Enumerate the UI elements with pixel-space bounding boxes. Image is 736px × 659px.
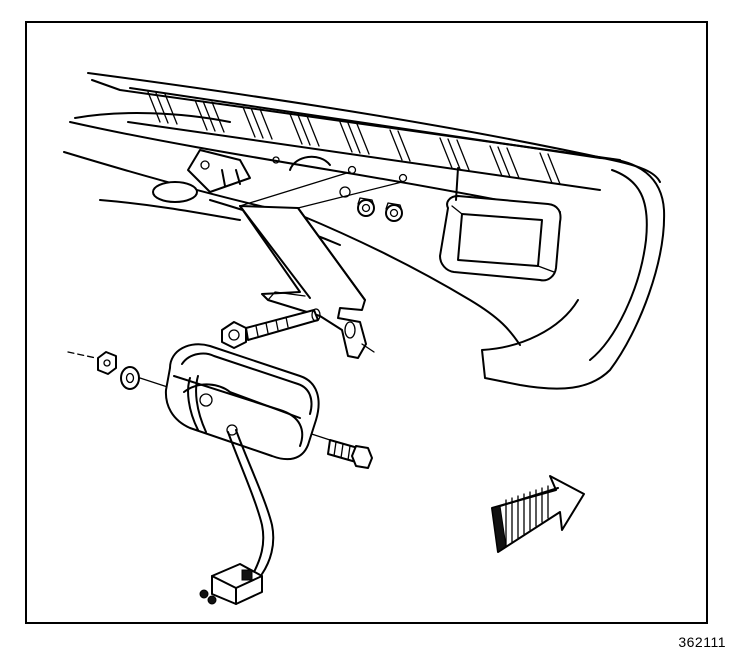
front-direction-arrow: [491, 475, 585, 553]
fog-lamp: [164, 343, 320, 461]
nut: [97, 351, 117, 375]
lamp-wiring-connector: [199, 429, 275, 605]
fog-lamp-bracket: [239, 205, 375, 359]
caged-nut: [357, 197, 375, 217]
caged-nut: [385, 202, 403, 222]
diagram-border: [25, 21, 708, 624]
washer: [120, 366, 140, 390]
rear-bumper: [63, 72, 666, 390]
lamp-mounting-bolt: [327, 439, 373, 469]
figure-id-label: 362111: [678, 634, 726, 650]
bracket-bolt: [221, 308, 321, 349]
